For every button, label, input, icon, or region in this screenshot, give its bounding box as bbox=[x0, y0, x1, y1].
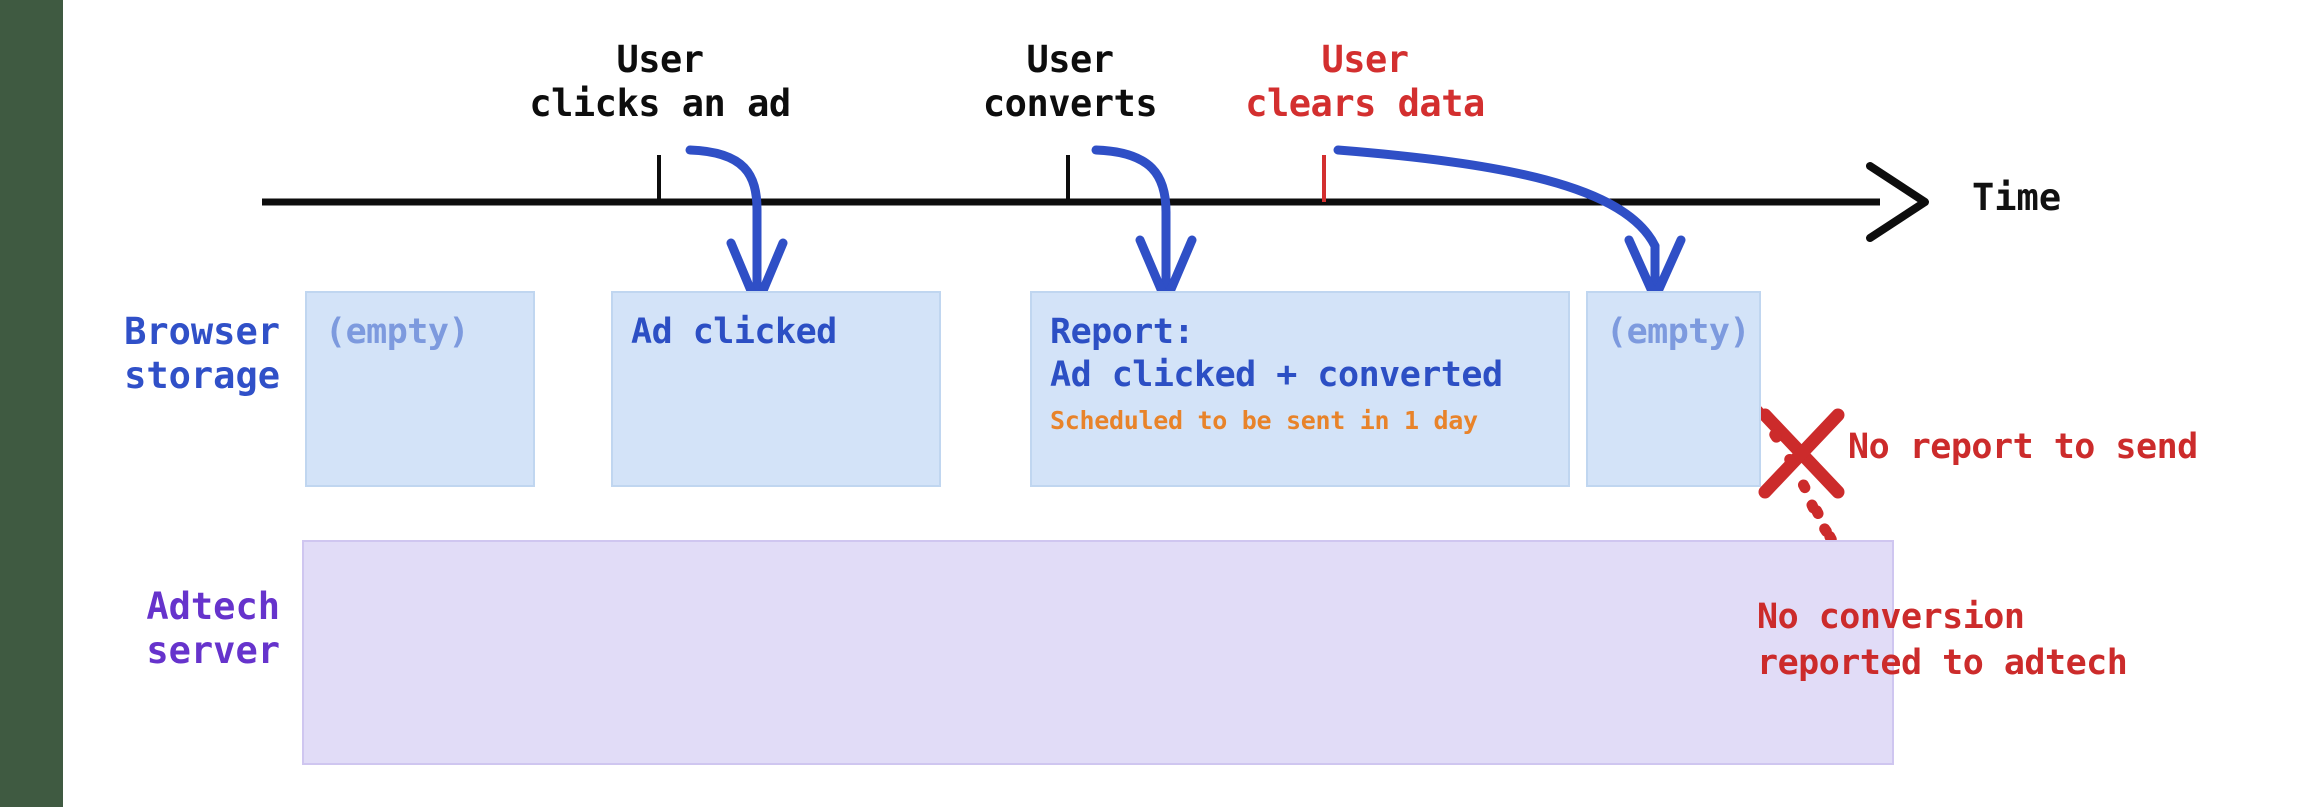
row-browser-line1: Browser bbox=[124, 310, 280, 353]
arrow-clear-to-storage bbox=[1333, 145, 1686, 303]
storage-report-body: Ad clicked + converted bbox=[1050, 354, 1503, 395]
event-click-line1: User bbox=[616, 38, 704, 81]
storage-box-initial: (empty) bbox=[305, 291, 535, 487]
arrow-convert-to-storage bbox=[1091, 145, 1197, 306]
event-clear-line1: User bbox=[1321, 38, 1409, 81]
page-edge-strip bbox=[0, 0, 63, 807]
row-browser-line2: storage bbox=[124, 353, 280, 397]
arrow-click-to-storage bbox=[685, 145, 788, 310]
annotation-no-report-to-send: No report to send bbox=[1848, 427, 2198, 467]
event-convert-line1: User bbox=[1026, 38, 1114, 81]
row-adtech-line1: Adtech bbox=[146, 585, 280, 628]
event-convert-line2: converts bbox=[982, 81, 1158, 125]
storage-box-ad-clicked: Ad clicked bbox=[611, 291, 941, 487]
time-axis-line bbox=[262, 162, 1929, 242]
event-clear-line2: clears data bbox=[1245, 81, 1485, 125]
time-axis-label: Time bbox=[1972, 176, 2062, 219]
storage-ad-clicked-text: Ad clicked bbox=[631, 312, 837, 352]
storage-report-schedule-note: Scheduled to be sent in 1 day bbox=[1050, 406, 1478, 436]
adtech-server-band bbox=[302, 540, 1894, 765]
event-click-line2: clicks an ad bbox=[529, 81, 791, 125]
storage-box-cleared: (empty) bbox=[1586, 291, 1761, 487]
storage-report-title: Report: bbox=[1050, 312, 1195, 352]
storage-cleared-text: (empty) bbox=[1606, 312, 1751, 352]
storage-initial-text: (empty) bbox=[325, 312, 470, 352]
storage-box-report: Report: Ad clicked + converted Scheduled… bbox=[1030, 291, 1570, 487]
no-conversion-line1: No conversion bbox=[1757, 597, 2025, 637]
row-adtech-line2: server bbox=[146, 628, 280, 672]
no-conversion-line2: reported to adtech bbox=[1757, 642, 2128, 683]
red-x-icon bbox=[1758, 408, 1845, 499]
annotation-no-conversion-reported: No conversion reported to adtech bbox=[1757, 595, 2128, 686]
